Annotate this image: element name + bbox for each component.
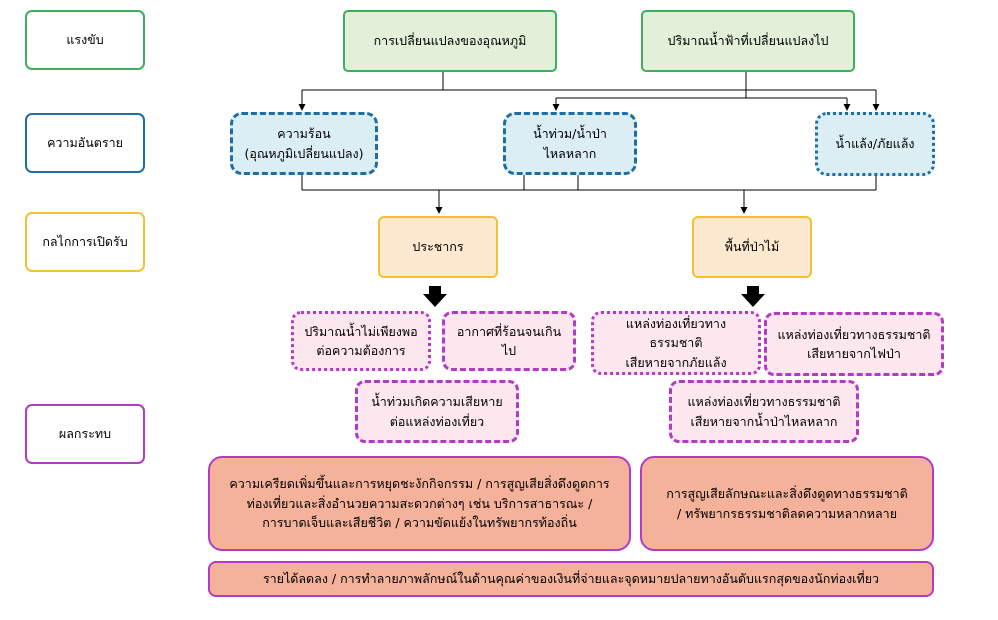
down-arrow-icon — [423, 286, 447, 307]
impact-economic: รายได้ลดลง / การทำลายภาพลักษณ์ในด้านคุณค… — [208, 561, 934, 597]
driver-temperature-change: การเปลี่ยนแปลงของอุณหภูมิ — [343, 10, 557, 72]
hazard-heat: ความร้อน (อุณหภูมิเปลี่ยนแปลง) — [230, 112, 378, 175]
row-label-impact: ผลกระทบ — [25, 404, 145, 464]
down-arrow-icon — [741, 286, 765, 307]
row-label-exposure: กลไกการเปิดรับ — [25, 212, 145, 272]
row-label-hazard: ความอันตราย — [25, 113, 145, 173]
row-label-driver: แรงขับ — [25, 10, 145, 70]
exposure-population: ประชากร — [378, 216, 498, 278]
exposure-forest: พื้นที่ป่าไม้ — [692, 216, 812, 278]
impact-social-consequences: ความเครียดเพิ่มขึ้นและการหยุดชะงักกิจกรร… — [208, 456, 631, 551]
impact-fire-site-damage: แหล่งท่องเที่ยวทางธรรมชาติ เสียหายจากไฟป… — [764, 312, 944, 376]
driver-rainfall-change: ปริมาณน้ำฟ้าที่เปลี่ยนแปลงไป — [641, 10, 855, 72]
impact-natural-loss: การสูญเสียลักษณะและสิ่งดึงดูดทางธรรมชาติ… — [640, 456, 934, 551]
impact-too-hot: อากาศที่ร้อนจนเกินไป — [442, 311, 576, 371]
impact-flashflood-site-damage: แหล่งท่องเที่ยวทางธรรมชาติ เสียหายจากน้ำ… — [669, 380, 859, 443]
impact-drought-site-damage: แหล่งท่องเที่ยวทางธรรมชาติ เสียหายจากภัย… — [591, 311, 761, 375]
impact-water-shortage: ปริมาณน้ำไม่เพียงพอ ต่อความต้องการ — [291, 311, 431, 371]
hazard-flood: น้ำท่วม/น้ำป่า ไหลหลาก — [503, 112, 637, 175]
hazard-drought: น้ำแล้ง/ภัยแล้ง — [815, 112, 935, 176]
impact-flood-damage: น้ำท่วมเกิดความเสียหาย ต่อแหล่งท่องเที่ย… — [355, 380, 519, 443]
